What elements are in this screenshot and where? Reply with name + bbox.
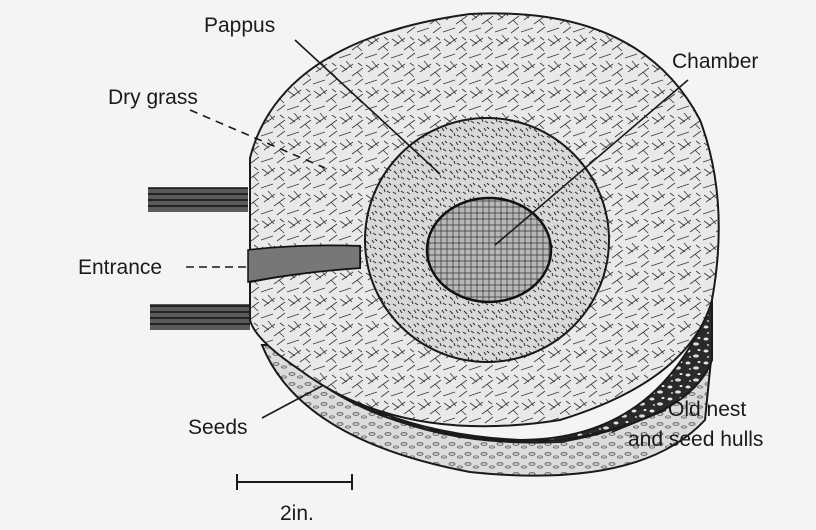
label-dry-grass: Dry grass xyxy=(108,86,198,109)
lower-stem xyxy=(150,304,250,330)
label-chamber: Chamber xyxy=(672,50,758,73)
label-old-nest: Old nest xyxy=(668,398,746,421)
entrance-stems xyxy=(148,188,250,330)
scale-label: 2in. xyxy=(280,502,314,525)
label-entrance: Entrance xyxy=(78,256,162,279)
label-seeds: Seeds xyxy=(188,416,248,439)
scale-bar xyxy=(237,474,352,490)
label-seed-hulls: and seed hulls xyxy=(628,428,763,451)
label-pappus: Pappus xyxy=(204,14,275,37)
